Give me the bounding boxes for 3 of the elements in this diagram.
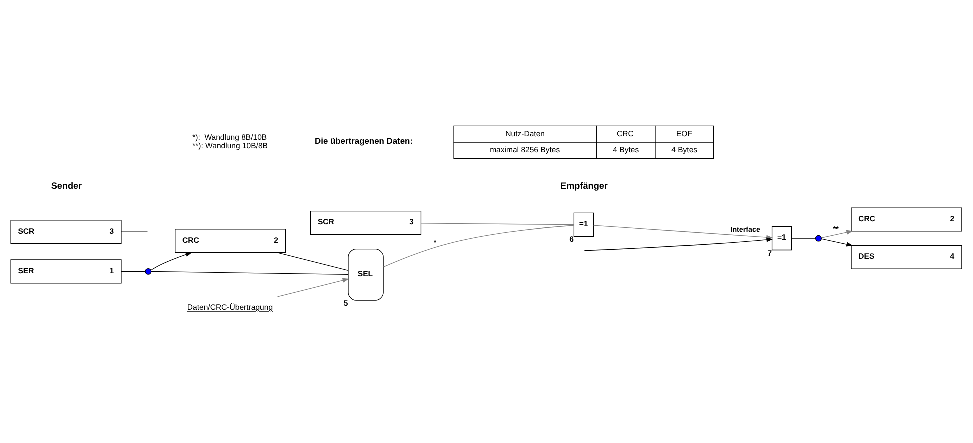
label: Sender (51, 180, 82, 191)
label: Die übertragenen Daten: (315, 135, 414, 146)
label: Empfänger (560, 180, 608, 191)
